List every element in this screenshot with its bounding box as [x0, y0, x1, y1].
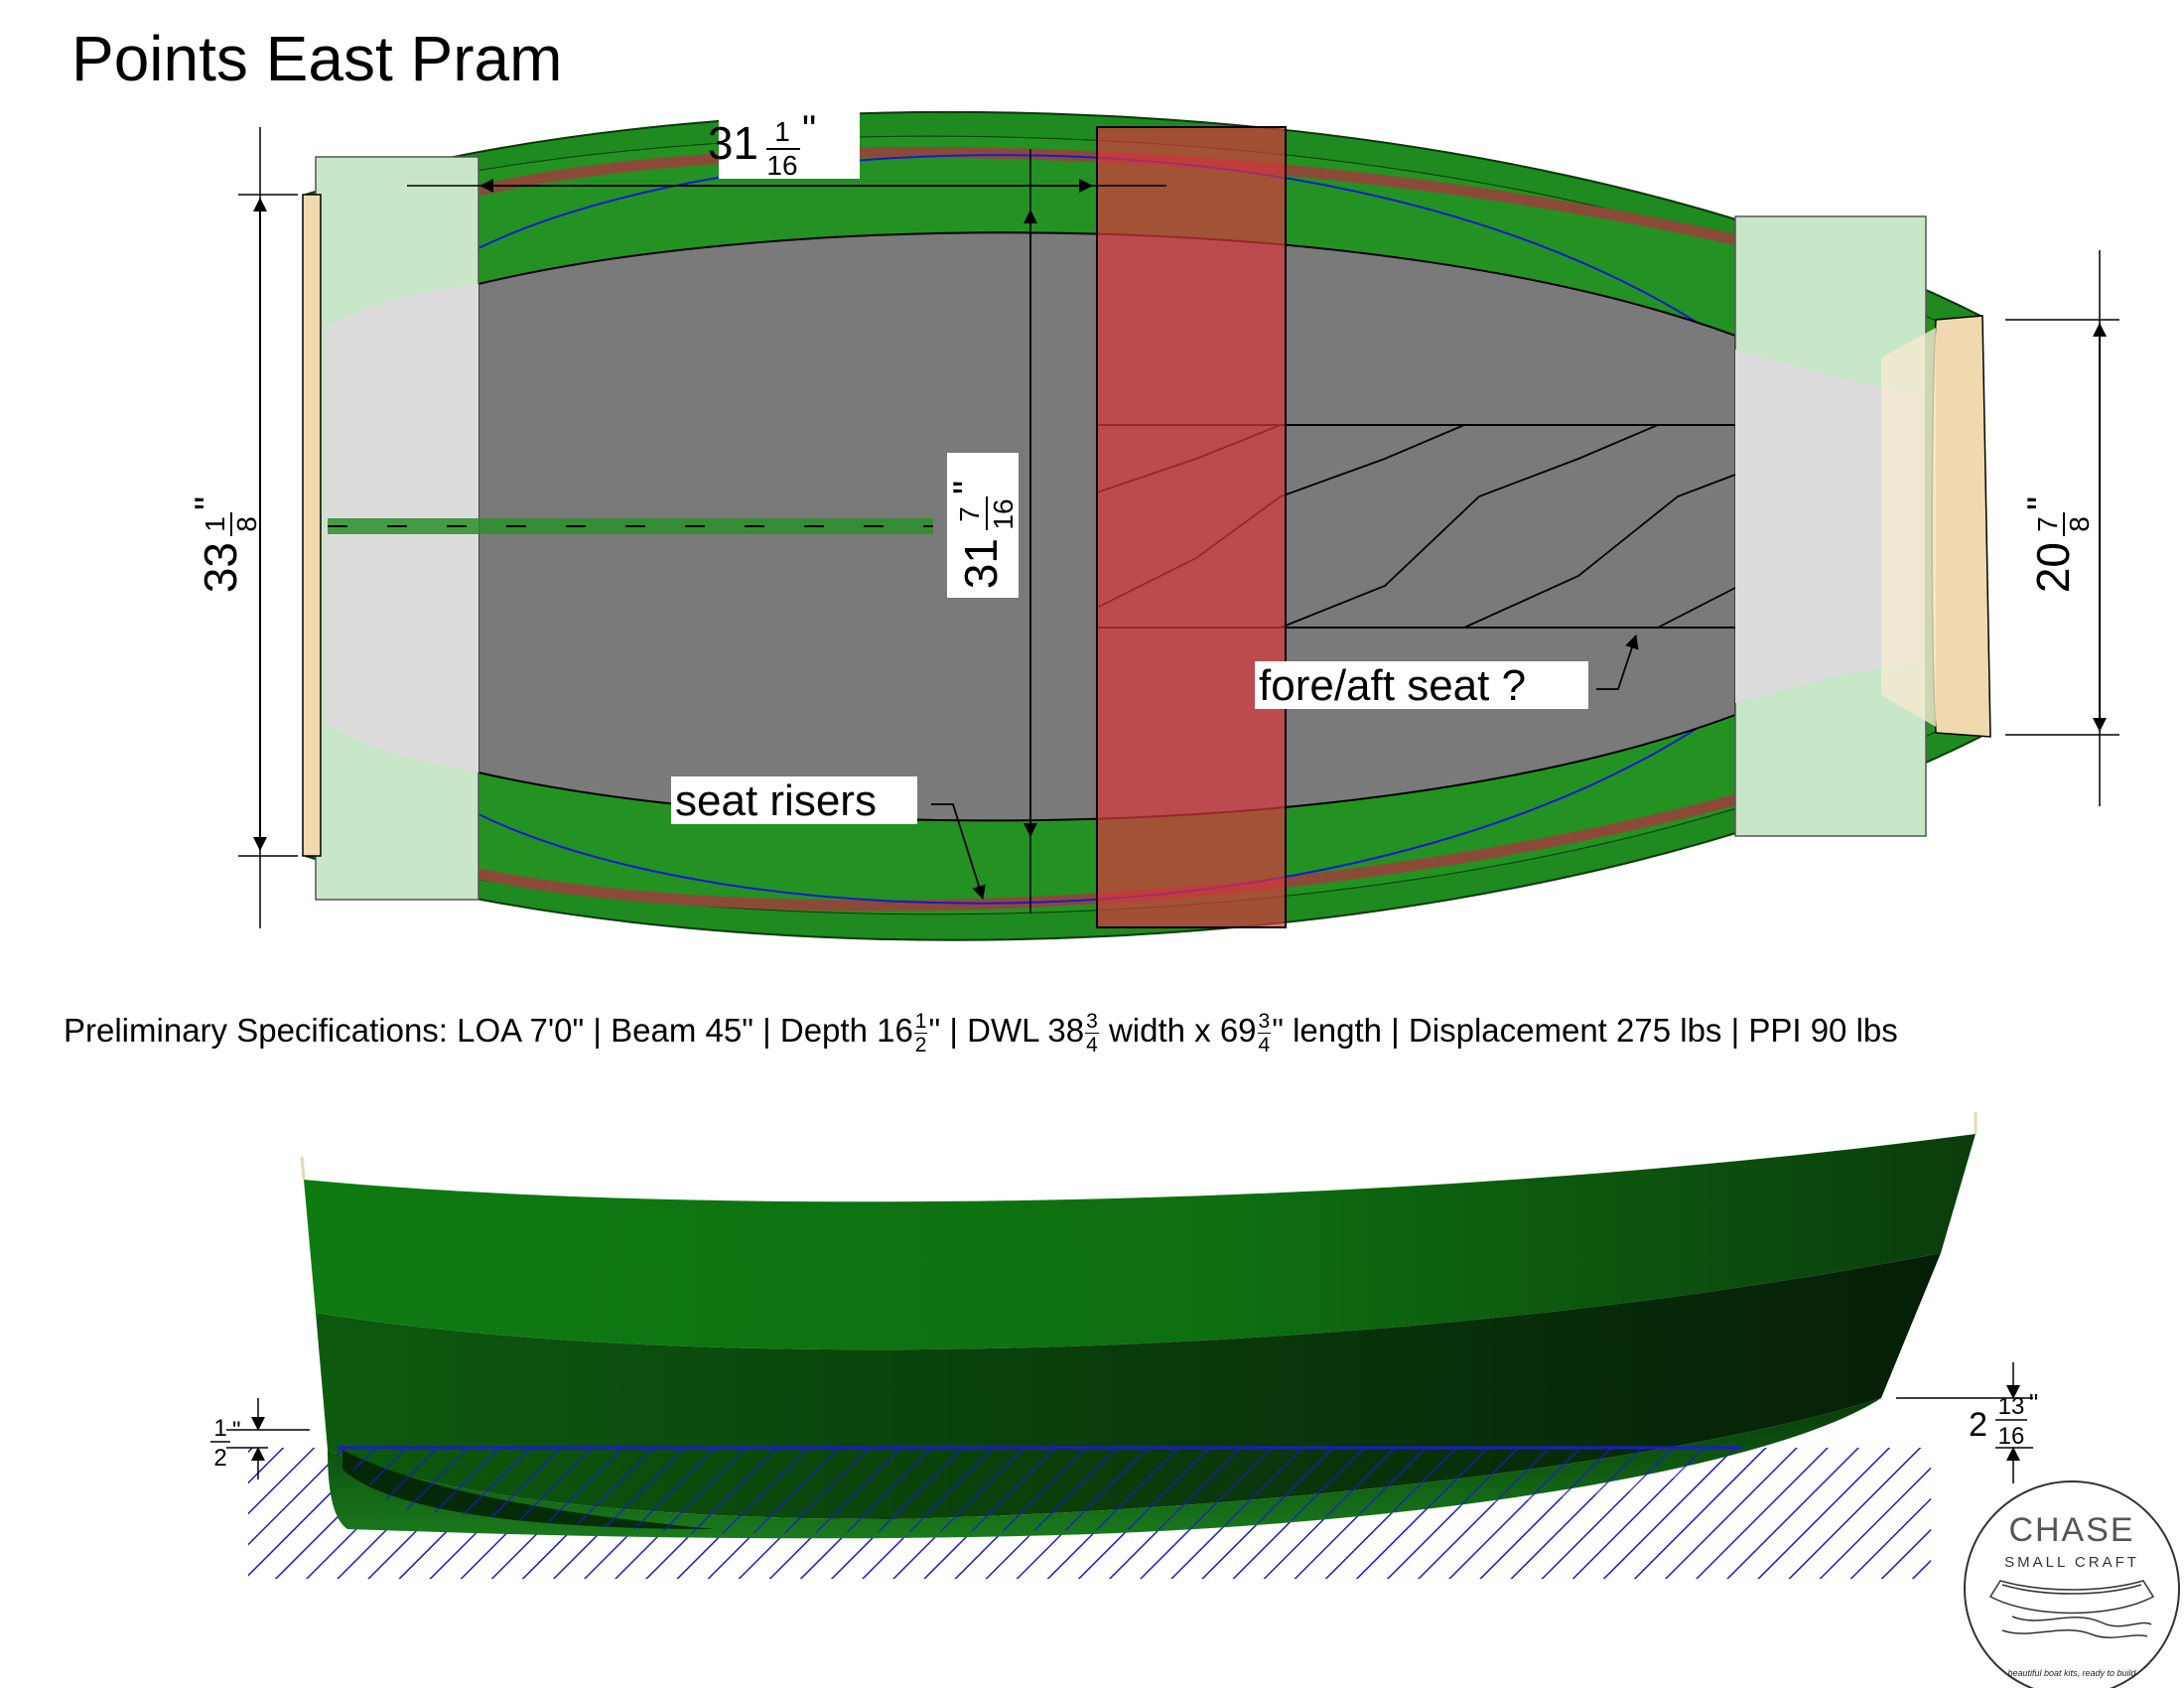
- logo-boat-icon: [1988, 1580, 2155, 1638]
- chine-bottom: [478, 700, 1738, 905]
- logo-sub: SMALL CRAFT: [2004, 1554, 2139, 1571]
- dwl-width-frac-num: 3: [1085, 1010, 1099, 1034]
- specs-after-depth: " | DWL 38: [928, 1012, 1085, 1050]
- specs-lead: Preliminary Specifications: LOA 7'0" | B…: [64, 1012, 913, 1050]
- inner-width-unit: ": [946, 481, 990, 494]
- stern-transom: [302, 194, 322, 857]
- transom-side-unit: ": [232, 1417, 241, 1444]
- callout-fore-aft-seat: fore/aft seat ?: [1255, 661, 1588, 710]
- waterline-hatch-over: [328, 1448, 1742, 1534]
- logo-name: CHASE: [2008, 1511, 2134, 1549]
- dim-transom-side: 1 2 ": [210, 1398, 310, 1479]
- seat-length-num: 1: [774, 116, 790, 147]
- dim-bow-side: 2 13 16 ": [1896, 1362, 2038, 1483]
- leader-seat-risers: [931, 803, 986, 900]
- specs-after-width: width x 69: [1099, 1012, 1257, 1050]
- inner-width-whole: 31: [955, 538, 1007, 589]
- bow-width-den: 8: [2064, 516, 2095, 532]
- dwl-length-frac-num: 3: [1257, 1010, 1272, 1034]
- specifications-line: Preliminary Specifications: LOA 7'0" | B…: [64, 1011, 1898, 1055]
- leader-fore-aft-seat: [1596, 634, 1639, 690]
- label-inner-width: 31 7 16 ": [946, 453, 1019, 598]
- specs-tail: " length | Displacement 275 lbs | PPI 90…: [1272, 1012, 1898, 1050]
- chase-logo: CHASE SMALL CRAFT beautiful boat kits, r…: [1964, 1480, 2180, 1688]
- bow-width-unit: ": [2020, 496, 2064, 510]
- stern-width-num: 1: [200, 516, 230, 532]
- bow-side-whole: 2: [1969, 1406, 1987, 1444]
- bow-side-den: 16: [1998, 1423, 2025, 1450]
- stern-width-unit: ": [188, 496, 231, 510]
- middle-thwart: [1096, 126, 1287, 928]
- seat-length-den: 16: [766, 150, 797, 181]
- dim-stern-width: [238, 127, 298, 928]
- label-seat-length: 31 1 16 ": [708, 108, 860, 181]
- depth-frac-den: 2: [914, 1034, 927, 1056]
- inner-width-den: 16: [988, 498, 1019, 529]
- profile-view: 1 2 " 2 13 16 ": [210, 1112, 2038, 1579]
- seat-riser-top: [477, 146, 1739, 246]
- bow-side-unit: ": [2029, 1388, 2038, 1418]
- dwl-length-frac-den: 4: [1258, 1034, 1271, 1056]
- label-stern-width: 33 1 8 ": [188, 467, 262, 593]
- stern-width-whole: 33: [195, 542, 246, 593]
- upper-strake: [304, 1134, 1976, 1350]
- plan-view: 33 1 8 " 20 7 8 " 31 1 16 " 31 7 16: [188, 108, 2119, 941]
- seat-length-whole: 31: [708, 117, 758, 169]
- waterline-hatch: [248, 1448, 1931, 1579]
- chine-top: [478, 154, 1738, 351]
- transom-side-num: 1: [213, 1415, 226, 1442]
- seat-risers-label: seat risers: [675, 776, 877, 825]
- logo-tagline: beautiful boat kits, ready to build: [2007, 1668, 2136, 1678]
- callout-seat-risers: seat risers: [671, 776, 917, 825]
- dim-bow-width: [2005, 250, 2119, 806]
- fore-aft-seat-label: fore/aft seat ?: [1259, 661, 1526, 710]
- dwl-width-frac-den: 4: [1086, 1034, 1098, 1056]
- bow-transom: [1931, 315, 1991, 738]
- label-bow-width: 20 7 8 ": [2020, 467, 2095, 593]
- bow-transom-light: [1881, 328, 1936, 727]
- inner-width-num: 7: [954, 506, 985, 522]
- depth-frac-num: 1: [913, 1010, 928, 1034]
- bow-width-num: 7: [2032, 516, 2063, 532]
- transom-side-den: 2: [213, 1445, 226, 1472]
- seat-length-unit: ": [802, 108, 816, 152]
- page-title: Points East Pram: [71, 23, 563, 94]
- stern-width-den: 8: [231, 516, 262, 532]
- bow-side-num: 13: [1998, 1393, 2025, 1420]
- bow-width-whole: 20: [2027, 542, 2079, 593]
- bow-floor-fill: [1735, 350, 1921, 703]
